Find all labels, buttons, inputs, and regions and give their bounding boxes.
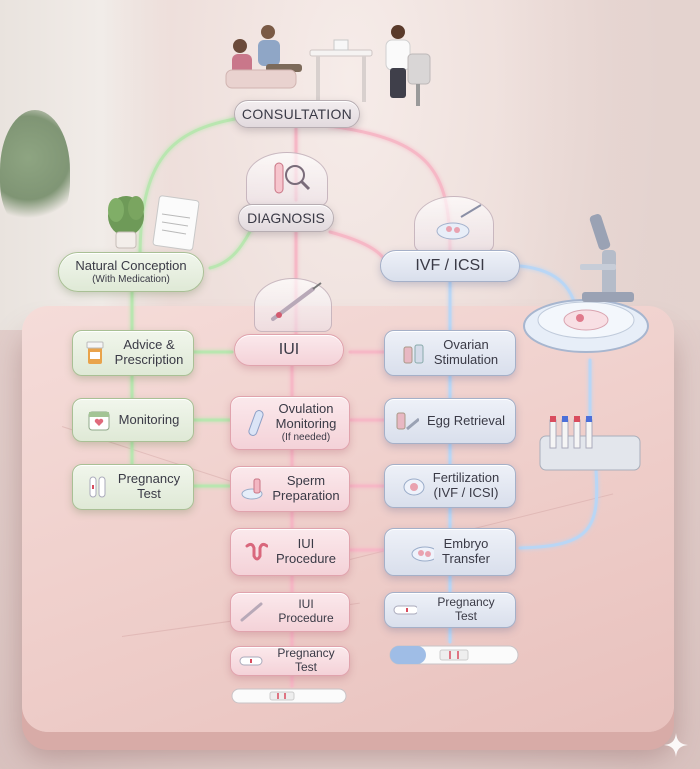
ivf-pregnancy-test-stick xyxy=(389,645,519,665)
iui-step-procedure[interactable]: IUI Procedure xyxy=(230,528,350,576)
iui-step-3-line1: IUI xyxy=(297,536,315,552)
ivf-step-1-line1: Ovarian xyxy=(443,337,489,353)
ivf-step-4-line2: Transfer xyxy=(442,551,490,566)
natural-step-1-line1: Advice & xyxy=(123,337,175,353)
embryo-dish-icon xyxy=(410,540,435,564)
ivf-step-3-line2: (IVF / ICSI) xyxy=(433,485,499,500)
natural-step-label: Pregnancy Test xyxy=(117,471,181,502)
iui-step-ovulation-monitoring[interactable]: Ovulation Monitoring (If needed) xyxy=(230,396,350,450)
syringe-icon xyxy=(239,600,263,624)
ivf-step-embryo-transfer[interactable]: Embryo Transfer xyxy=(384,528,516,576)
pregnancy-test-icon xyxy=(239,649,263,673)
sparkle-icon xyxy=(664,733,688,757)
medication-vials-icon xyxy=(402,341,426,365)
fertilization-dish-icon xyxy=(401,474,425,498)
sperm-sample-dish-icon xyxy=(240,477,264,501)
iui-step-2-line2: Preparation xyxy=(272,488,340,503)
natural-step-2-label: Monitoring xyxy=(118,411,180,427)
ivf-step-pregnancy-test[interactable]: Pregnancy Test xyxy=(384,592,516,628)
petri-dish-icon xyxy=(436,204,482,240)
sample-tube-rack-icon xyxy=(539,416,641,471)
consultation-label: CONSULTATION xyxy=(241,105,353,122)
pregnancy-test-icon xyxy=(86,475,110,499)
iui-node[interactable]: IUI xyxy=(234,334,344,366)
natural-conception-node[interactable]: Natural Conception (With Medication) xyxy=(58,252,204,292)
natural-step-pregnancy-test[interactable]: Pregnancy Test xyxy=(72,464,194,510)
ivf-dome xyxy=(414,196,494,252)
plant-prescription-illustration xyxy=(108,195,200,251)
ivf-step-label: Embryo Transfer xyxy=(442,536,490,567)
iui-dome xyxy=(254,278,332,332)
ivf-step-label: Ovarian Stimulation xyxy=(433,337,499,368)
iui-step-label: Ovulation Monitoring (If needed) xyxy=(275,401,337,444)
ovulation-test-stick-icon xyxy=(244,410,268,436)
iui-step-pregnancy-test[interactable]: Pregnancy Test xyxy=(230,646,350,676)
iui-step-3-line2: Procedure xyxy=(276,551,336,566)
iui-pregnancy-test-stick xyxy=(231,688,347,704)
retrieval-needle-icon xyxy=(395,409,419,433)
calendar-heart-icon xyxy=(87,408,111,432)
natural-step-3-line2: Test xyxy=(137,486,161,501)
consultation-scene-illustration xyxy=(225,25,431,106)
ivf-step-4-line1: Embryo xyxy=(443,536,489,552)
iui-step-sperm-preparation[interactable]: Sperm Preparation xyxy=(230,466,350,512)
natural-conception-title: Natural Conception (With Medication) xyxy=(75,257,187,285)
ivf-step-3-line1: Fertilization xyxy=(432,470,500,486)
diagnosis-label: DIAGNOSIS xyxy=(247,209,325,226)
iui-step-5-label: Pregnancy Test xyxy=(277,646,335,674)
iui-step-1-note: (If needed) xyxy=(281,432,331,444)
iui-step-procedure-repeat[interactable]: IUI Procedure xyxy=(230,592,350,632)
ivf-step-fertilization[interactable]: Fertilization (IVF / ICSI) xyxy=(384,464,516,508)
iui-step-2-line1: Sperm xyxy=(286,473,326,489)
iui-step-label: IUI Procedure xyxy=(276,536,336,567)
microscope-lab-illustration xyxy=(523,214,649,353)
test-tube-magnifier-icon xyxy=(274,162,311,194)
natural-step-monitoring[interactable]: Monitoring xyxy=(72,398,194,442)
ivf-step-1-line2: Stimulation xyxy=(433,352,499,367)
natural-title-line1: Natural Conception xyxy=(75,257,187,273)
natural-step-label: Advice & Prescription xyxy=(114,337,184,368)
iui-step-4-label: IUI Procedure xyxy=(278,597,334,625)
ivf-step-2-label: Egg Retrieval xyxy=(426,412,506,428)
ivf-step-label: Fertilization (IVF / ICSI) xyxy=(432,470,500,501)
natural-step-3-line1: Pregnancy xyxy=(117,471,181,487)
diagnosis-node[interactable]: DIAGNOSIS xyxy=(238,204,334,232)
consultation-node[interactable]: CONSULTATION xyxy=(234,100,360,128)
ivf-step-egg-retrieval[interactable]: Egg Retrieval xyxy=(384,398,516,444)
natural-step-advice-prescription[interactable]: Advice & Prescription xyxy=(72,330,194,376)
pregnancy-test-icon xyxy=(393,598,417,622)
diagnosis-dome xyxy=(246,152,328,206)
pill-bottle-icon xyxy=(83,341,107,365)
uterus-icon xyxy=(244,540,268,564)
ivf-step-ovarian-stimulation[interactable]: Ovarian Stimulation xyxy=(384,330,516,376)
ivf-title: IVF / ICSI xyxy=(415,256,485,274)
natural-step-1-line2: Prescription xyxy=(114,352,184,367)
syringe-icon xyxy=(271,282,322,321)
natural-title-line2: (With Medication) xyxy=(92,273,170,285)
ivf-step-5-label: Pregnancy Test xyxy=(437,595,495,623)
iui-step-1-line2: Monitoring xyxy=(275,416,337,432)
iui-step-1-line1: Ovulation xyxy=(278,401,334,417)
iui-title: IUI xyxy=(278,340,300,358)
ivf-icsi-node[interactable]: IVF / ICSI xyxy=(380,250,520,282)
iui-step-label: Sperm Preparation xyxy=(272,473,340,504)
background-plant xyxy=(0,110,70,230)
